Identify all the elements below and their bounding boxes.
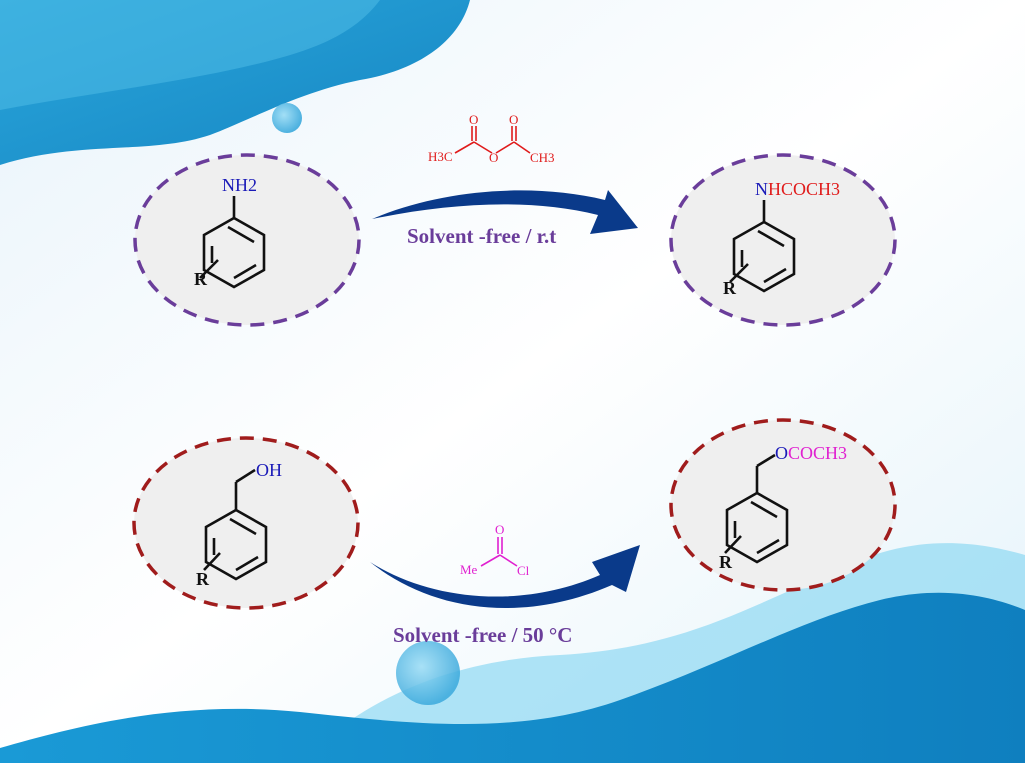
product-ellipse-bottom <box>669 418 897 592</box>
reactant-ellipse-top <box>133 153 361 327</box>
acetyl-chloride-structure <box>480 537 518 567</box>
benzyl-acetate-substituent-label: R <box>719 552 733 572</box>
anhydride-carbonyl-o-right: O <box>509 112 518 127</box>
anhydride-h3c-label: H3C <box>428 149 453 164</box>
reaction-arrow-top <box>372 190 638 234</box>
condition-label-bottom: Solvent -free / 50 °C <box>393 623 572 647</box>
aniline-substituent-label: R <box>194 269 208 289</box>
benzyl-alcohol-oh-label: OH <box>256 460 282 480</box>
acetanilide-substituent-label: R <box>723 278 737 298</box>
acetyl-chloride-cl-label: Cl <box>517 563 530 578</box>
condition-label-top: Solvent -free / r.t <box>407 224 556 248</box>
anhydride-bridge-o-label: O <box>489 150 498 165</box>
product-ellipse-top <box>669 153 897 327</box>
acetanilide-ring <box>729 200 796 293</box>
reaction-arrow-bottom <box>370 545 640 609</box>
decor-bubble-top <box>272 103 302 133</box>
anhydride-ch3-label: CH3 <box>530 150 555 165</box>
benzyl-acetate-group-label: OCOCH3 <box>775 443 847 463</box>
aniline-ring <box>199 196 266 289</box>
benzyl-alcohol-substituent-label: R <box>196 569 210 589</box>
benzyl-acetate-structure <box>724 453 789 564</box>
decor-bubble-bottom <box>396 641 460 705</box>
benzyl-alcohol-structure <box>203 468 268 581</box>
aniline-amine-label: NH2 <box>222 175 257 195</box>
anhydride-carbonyl-o-left: O <box>469 112 478 127</box>
bottom-wave-dark <box>0 592 1025 763</box>
reactant-ellipse-bottom <box>132 436 360 610</box>
acetyl-chloride-me-label: Me <box>460 562 478 577</box>
acetyl-chloride-carbonyl-o: O <box>495 522 504 537</box>
acetanilide-group-label: NHCOCH3 <box>755 179 840 199</box>
top-left-wave-light <box>0 0 380 110</box>
acetic-anhydride-structure <box>454 126 531 154</box>
